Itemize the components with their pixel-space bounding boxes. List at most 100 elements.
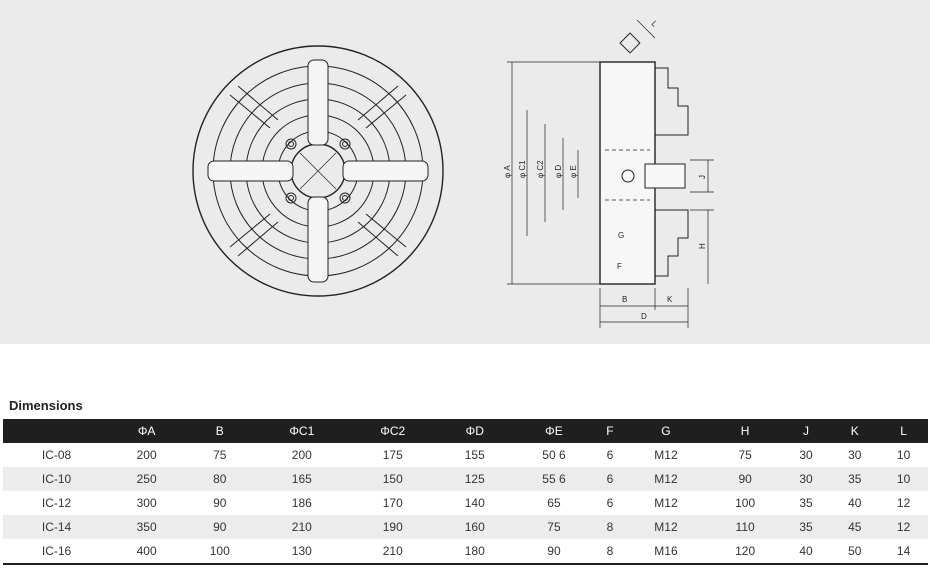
chuck-drawing bbox=[192, 19, 714, 328]
header-cell: K bbox=[830, 419, 880, 443]
table-cell: 165 bbox=[256, 467, 348, 491]
table-cell: 300 bbox=[136, 496, 157, 510]
table-cell: 90 bbox=[511, 539, 597, 565]
table-cell: 170 bbox=[382, 496, 403, 510]
table-cell: 12 bbox=[879, 515, 928, 539]
table-cell: 400 bbox=[110, 539, 184, 565]
label-l: L bbox=[650, 19, 660, 29]
table-cell: IC-12 bbox=[41, 496, 72, 510]
table-cell: 8 bbox=[596, 515, 624, 539]
table-cell: 160 bbox=[438, 515, 512, 539]
table-cell: M12 bbox=[623, 467, 709, 491]
table-cell: IC-10 bbox=[3, 467, 111, 491]
table-cell: 250 bbox=[110, 467, 184, 491]
table-cell: 30 bbox=[781, 467, 831, 491]
label-h: H bbox=[698, 243, 707, 249]
table-cell: IC-14 bbox=[3, 515, 111, 539]
section-title: Dimensions bbox=[9, 398, 83, 413]
table-cell: 12 bbox=[896, 496, 911, 510]
table-cell: 35 bbox=[830, 467, 880, 491]
header-cell: ΦC2 bbox=[347, 419, 439, 443]
table-row: IC-10 250 80 165 150 125 55 6 6 M12 90 3… bbox=[3, 467, 928, 491]
label-phi-c2: φ C2 bbox=[536, 160, 545, 178]
label-d: D bbox=[641, 312, 647, 321]
table-cell: 75 bbox=[511, 515, 597, 539]
table-cell: 40 bbox=[781, 539, 831, 565]
table-cell: 50 bbox=[830, 539, 880, 565]
table-cell: 45 bbox=[830, 515, 880, 539]
table-cell: 30 bbox=[799, 448, 813, 462]
table-cell: 10 bbox=[879, 467, 928, 491]
header-cell: ΦC1 bbox=[256, 419, 348, 443]
table-cell: 35 bbox=[781, 515, 831, 539]
table-header-row: ΦA B ΦC1 ΦC2 ΦD ΦE F G H J K L bbox=[3, 419, 928, 443]
table-cell: 100 bbox=[183, 539, 257, 565]
table-cell: 75 bbox=[213, 448, 227, 462]
header-cell: G bbox=[623, 419, 709, 443]
label-f: F bbox=[617, 262, 622, 271]
table-row: IC-08 200 75 200 175 155 50 6 6 M12 75 3… bbox=[3, 443, 928, 467]
table-cell: M12 bbox=[654, 496, 678, 510]
table-cell: 14 bbox=[879, 539, 928, 565]
label-j: J bbox=[698, 175, 707, 179]
table-cell: 90 bbox=[708, 467, 782, 491]
table-cell: 50 6 bbox=[542, 448, 566, 462]
table-cell: 90 bbox=[213, 496, 227, 510]
table-cell: 8 bbox=[596, 539, 624, 565]
table-cell: 55 6 bbox=[511, 467, 597, 491]
table-cell: 90 bbox=[183, 515, 257, 539]
header-cell: F bbox=[596, 419, 624, 443]
header-cell: ΦD bbox=[438, 419, 512, 443]
table-cell: 10 bbox=[896, 448, 911, 462]
table-cell: 200 bbox=[136, 448, 157, 462]
label-k: K bbox=[667, 295, 673, 304]
table-cell: 65 bbox=[547, 496, 561, 510]
label-phi-d: φ D bbox=[554, 165, 563, 178]
table-cell: 75 bbox=[738, 448, 752, 462]
table-cell: 130 bbox=[256, 539, 348, 565]
table-cell: 140 bbox=[464, 496, 485, 510]
table-cell: 110 bbox=[708, 515, 782, 539]
table-cell: IC-08 bbox=[41, 448, 72, 462]
chuck-side-view bbox=[599, 19, 689, 285]
table-cell: M12 bbox=[623, 515, 709, 539]
header-cell: H bbox=[708, 419, 782, 443]
table-cell: 35 bbox=[799, 496, 813, 510]
dimension-lines bbox=[507, 61, 714, 328]
table-cell: 40 bbox=[848, 496, 862, 510]
table-cell: 210 bbox=[347, 539, 439, 565]
table-cell: 190 bbox=[347, 515, 439, 539]
table-cell: 155 bbox=[464, 448, 485, 462]
header-cell bbox=[3, 419, 111, 443]
table-cell: M12 bbox=[654, 448, 678, 462]
label-g: G bbox=[618, 231, 624, 240]
table-cell: 6 bbox=[606, 448, 614, 462]
table-cell: 6 bbox=[606, 496, 614, 510]
label-phi-a: φ A bbox=[503, 165, 512, 178]
table-cell: 200 bbox=[291, 448, 312, 462]
dimensions-table: ΦA B ΦC1 ΦC2 ΦD ΦE F G H J K L IC-08 200… bbox=[3, 419, 928, 565]
header-cell: ΦE bbox=[511, 419, 597, 443]
header-cell: ΦA bbox=[110, 419, 184, 443]
table-cell: 100 bbox=[735, 496, 756, 510]
header-cell: B bbox=[183, 419, 257, 443]
table-cell: 186 bbox=[291, 496, 312, 510]
chuck-front-view bbox=[192, 45, 444, 297]
table-cell: 210 bbox=[256, 515, 348, 539]
table-cell: 6 bbox=[596, 467, 624, 491]
table-cell: 175 bbox=[382, 448, 403, 462]
table-cell: 350 bbox=[110, 515, 184, 539]
table-cell: 180 bbox=[438, 539, 512, 565]
label-b: B bbox=[622, 295, 627, 304]
technical-drawing-panel: φ A φ C1 φ C2 φ D φ E B K D F G H J L bbox=[0, 0, 930, 344]
label-phi-e: φ E bbox=[569, 165, 578, 178]
label-phi-c1: φ C1 bbox=[518, 160, 527, 178]
table-cell: 125 bbox=[438, 467, 512, 491]
table-cell: 80 bbox=[183, 467, 257, 491]
table-row: IC-16 400 100 130 210 180 90 8 M16 120 4… bbox=[3, 539, 928, 565]
table-cell: 30 bbox=[848, 448, 862, 462]
table-cell: IC-16 bbox=[3, 539, 111, 565]
table-row: IC-14 350 90 210 190 160 75 8 M12 110 35… bbox=[3, 515, 928, 539]
dimension-label-layer: φ A φ C1 φ C2 φ D φ E B K D F G H J L bbox=[503, 19, 707, 321]
table-cell: 150 bbox=[347, 467, 439, 491]
